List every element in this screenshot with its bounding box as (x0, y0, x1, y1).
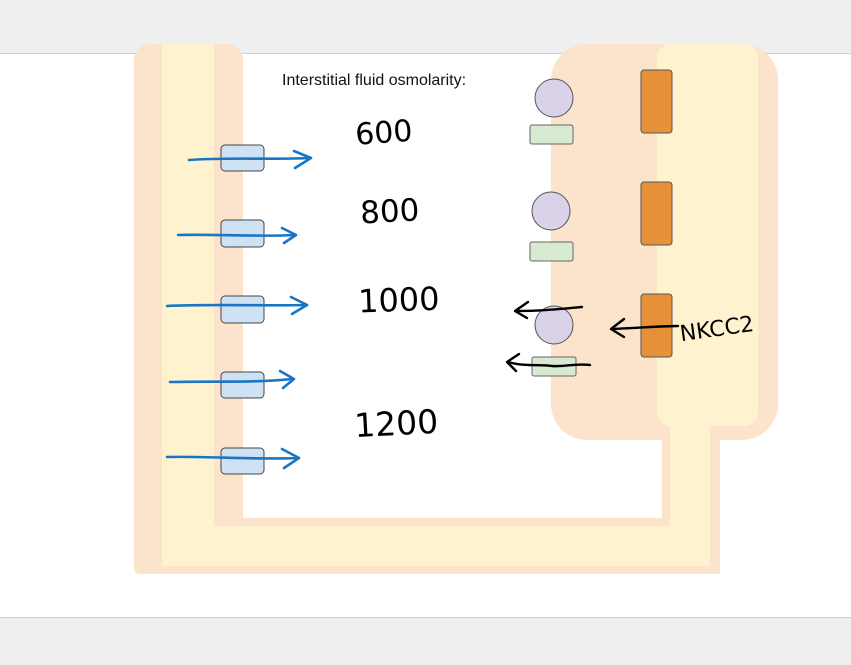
water-arrow (165, 295, 309, 316)
water-arrow (187, 149, 313, 170)
purple-transporter (534, 305, 574, 345)
water-arrow (168, 369, 296, 390)
ion-arrows (505, 300, 680, 373)
nkcc2-transporter (640, 181, 673, 246)
purple-transporter (531, 191, 571, 231)
aquaporin-channel (220, 219, 265, 248)
osmolarity-value: 800 (359, 192, 420, 231)
tubule-lumen (162, 44, 758, 566)
top-toolbar (0, 0, 851, 54)
osmolarity-value: 1000 (357, 280, 440, 321)
diagram-title: Interstitial fluid osmolarity: (282, 72, 467, 89)
purple-transporter (534, 78, 574, 118)
aquaporin-channel (220, 371, 265, 399)
green-channel (529, 124, 574, 145)
osmolarity-value: 600 (354, 114, 414, 153)
osmolarity-value: 1200 (353, 402, 439, 445)
ion-channels-green (529, 124, 577, 377)
aquaporin-channels (220, 144, 265, 475)
ion-arrow (513, 300, 584, 320)
water-arrows (165, 149, 313, 470)
aquaporin-channel (220, 447, 265, 475)
green-channel (529, 241, 574, 262)
nkcc2-transporter (640, 69, 673, 134)
aquaporin-channel (220, 295, 265, 324)
bottom-toolbar (0, 617, 851, 665)
ion-transporters-purple (531, 78, 574, 345)
osmolarity-labels: 600 800 1000 1200 (353, 114, 440, 445)
ion-arrow (609, 317, 680, 339)
nkcc2-transporters (640, 69, 673, 358)
water-arrow (176, 226, 298, 245)
ion-arrow (505, 352, 592, 373)
water-arrow (165, 447, 301, 470)
